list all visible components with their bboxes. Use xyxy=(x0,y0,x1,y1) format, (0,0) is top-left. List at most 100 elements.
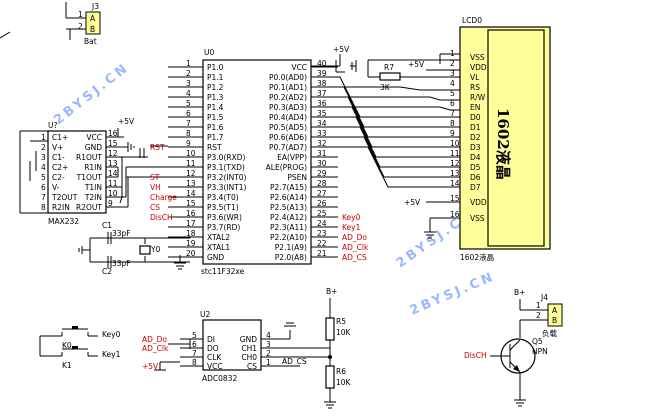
r5-value: 10K xyxy=(336,328,352,337)
mcu-body xyxy=(202,59,312,265)
lcd-pin-number: 9 xyxy=(450,129,455,138)
mcu-vcc-net: +5V xyxy=(333,45,350,54)
mcu-pin-label: P3.6(WR) xyxy=(207,213,242,222)
j4-body xyxy=(547,303,563,327)
lcd-pin-number: 2 xyxy=(450,59,455,68)
mcu-pin-label: P1.3 xyxy=(207,93,224,102)
adc-pin-number: 6 xyxy=(192,340,197,349)
key1-net: Key1 xyxy=(102,350,121,359)
lcd-pin-label: VSS xyxy=(470,214,485,223)
mcu-pin-label: EA(VPP) xyxy=(277,153,307,162)
mcu-pin-number: 36 xyxy=(317,99,327,108)
r7-body xyxy=(379,72,401,81)
adc-pin-label: DO xyxy=(207,344,219,353)
lcd-pin-label: D3 xyxy=(470,143,481,152)
adc-pin-number: 5 xyxy=(192,331,197,340)
lcd-pin-label: D2 xyxy=(470,133,481,142)
adc-pin-label: CS xyxy=(247,362,257,371)
mcu-pin-label: P1.2 xyxy=(207,83,224,92)
lcd-part: 1602液晶 xyxy=(494,108,512,180)
j3-body xyxy=(85,11,101,35)
mcu-pin-label: PSEN xyxy=(287,173,307,182)
mcu-pin-label: P2.2(A10) xyxy=(270,233,307,242)
lcd-backlight-net: +5V xyxy=(404,198,421,207)
adc-pin-label: DI xyxy=(207,335,215,344)
mcu-pin-label: P3.4(T0) xyxy=(207,193,239,202)
mcu-pin-label: P1.1 xyxy=(207,73,224,82)
y0-ref: Y0 xyxy=(150,245,161,254)
j4-name: 负载 xyxy=(542,328,557,338)
mcu-pin-label: P1.4 xyxy=(207,103,224,112)
mcu-pin-label: RST xyxy=(207,143,222,152)
key0-net: Key0 xyxy=(102,330,121,339)
mcu-pin-number: 9 xyxy=(186,139,191,148)
max232-pin-label: R1IN xyxy=(84,163,102,172)
max232-pin-number: 3 xyxy=(41,153,46,162)
lcd-pin-label: D5 xyxy=(470,163,481,172)
mcu-pin-number: 22 xyxy=(317,239,327,248)
mcu-pin-number: 19 xyxy=(186,239,196,248)
mcu-pin-number: 5 xyxy=(186,99,191,108)
max232-body xyxy=(47,130,107,214)
mcu-pin-label: P1.5 xyxy=(207,113,224,122)
j4-ref: J4 xyxy=(540,293,548,302)
lcd-pin-number: 12 xyxy=(450,159,460,168)
mcu-pin-number: 11 xyxy=(186,159,196,168)
mcu-pin-number: 21 xyxy=(317,249,327,258)
watermark: 2BYSJ.CN xyxy=(408,269,498,318)
mcu-pin-number: 29 xyxy=(317,169,327,178)
lcd-pin-number: 13 xyxy=(450,169,460,178)
j3-ref: J3 xyxy=(91,2,99,11)
max232-pin-label: C2+ xyxy=(52,163,68,172)
adc-net-label: AD_Do xyxy=(142,335,167,344)
voltage-divider: B+ R5 10K R6 10K xyxy=(324,287,352,409)
adc-cs-net: AD_CS xyxy=(282,357,307,366)
lcd-pin-label: R/W xyxy=(470,93,486,102)
mcu-pin-label: P2.6(A14) xyxy=(270,193,307,202)
crystal-y0 xyxy=(139,245,151,255)
mcu-pin-label: P2.5(A13) xyxy=(270,203,307,212)
max232-pin-label: GND xyxy=(85,143,102,152)
mcu-pin-label: P0.3(AD3) xyxy=(269,103,307,112)
mcu-pin-number: 4 xyxy=(186,89,191,98)
lcd-pin-number: 7 xyxy=(450,109,455,118)
j3-label-a: A xyxy=(90,14,96,23)
max232-pin-label: T1OUT xyxy=(76,173,103,182)
q5-ref: Q5 xyxy=(532,337,543,346)
r6-ref: R6 xyxy=(336,367,346,376)
lcd-pin-label: VDD xyxy=(470,198,487,207)
mcu-pin-number: 14 xyxy=(186,189,196,198)
mcu-pin-number: 17 xyxy=(186,219,196,228)
max232-pin-number: 4 xyxy=(41,163,46,172)
j4-label-a: A xyxy=(552,306,558,315)
mcu-pin-label: XTAL2 xyxy=(207,233,230,242)
max232-vcc-net: +5V xyxy=(118,117,135,126)
mcu-pin-label: P0.2(AD2) xyxy=(269,93,307,102)
lcd-ref: LCD0 xyxy=(462,16,482,25)
mcu-pin-number: 31 xyxy=(317,149,327,158)
mcu-pin-label: P2.4(A12) xyxy=(270,213,307,222)
adc-pin-number: 1 xyxy=(266,358,271,367)
c2-ref: C2 xyxy=(102,267,112,276)
c1-ref: C1 xyxy=(102,221,112,230)
mcu-net-label: Key1 xyxy=(342,223,361,232)
adc-pin-label: CH1 xyxy=(241,344,257,353)
mcu-pin-label: P1.6 xyxy=(207,123,224,132)
j3-name: Bat xyxy=(84,37,97,46)
adc-pin-number: 7 xyxy=(192,349,197,358)
mcu-pin-number: 3 xyxy=(186,79,191,88)
mcu-net-label: AD_CS xyxy=(342,253,367,262)
max232-pin-label: T2IN xyxy=(84,193,102,202)
key1-ref: K1 xyxy=(62,361,72,370)
lcd-screen xyxy=(487,29,545,247)
data-bus xyxy=(338,76,460,188)
max232-pin-label: V- xyxy=(52,183,60,192)
mcu-pin-number: 33 xyxy=(317,129,327,138)
mcu-net-label: CS xyxy=(150,203,160,212)
key-k1: Key1 K1 xyxy=(40,346,121,370)
mcu-pin-number: 7 xyxy=(186,119,191,128)
lcd-pin-number: 4 xyxy=(450,79,455,88)
lcd-pin-number: 15 xyxy=(450,194,460,203)
lcd-pin-number: 10 xyxy=(450,139,460,148)
